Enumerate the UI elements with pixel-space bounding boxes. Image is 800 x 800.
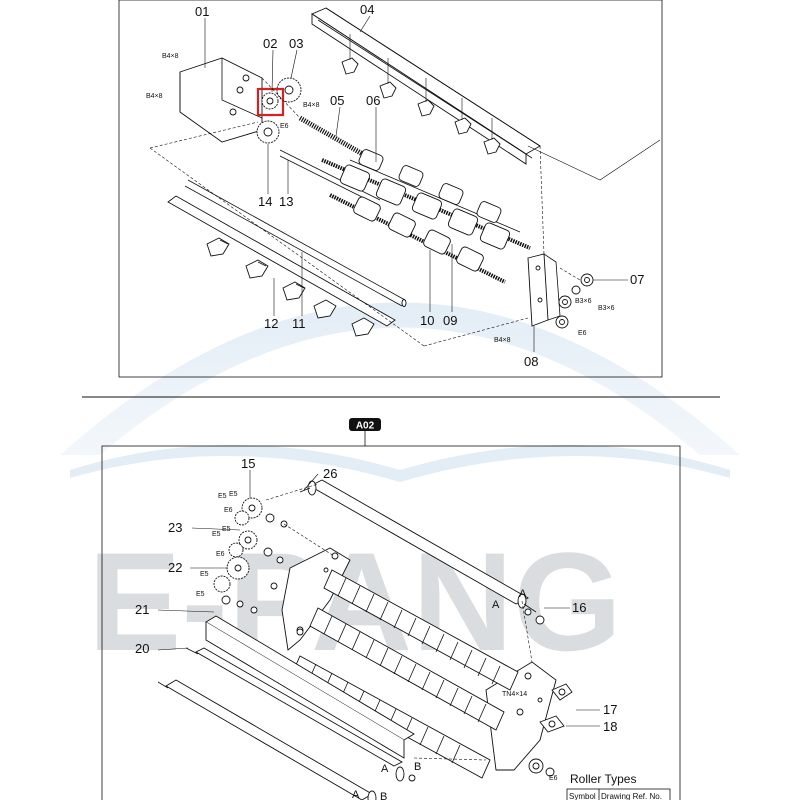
callout-18: 18 [603,719,617,734]
upper-diagram-frame [118,0,663,378]
callout-05: 05 [330,93,344,108]
shaft-05 [298,115,375,163]
lower-callout-labels: 15 16 17 18 20 21 22 23 26 [135,456,617,734]
roller-shaft-upper [349,149,521,233]
bushing-e6 [555,315,569,329]
mark-a-1: A [492,599,500,611]
roller-types-table: Roller Types Symbol Drawing Ref. No. [566,772,671,800]
watermark: E-PANG [60,302,740,680]
assembly-lines [149,77,661,347]
lower-fastener-labels: E5 E5 E6 E5 E5 E6 E5 E5 TN4×14 E6 [196,491,558,782]
roller-shaft-06 [321,158,531,250]
fastener-b4x8-4: B4×8 [494,337,511,344]
clamp-17 [551,683,573,701]
belt-guide-upper [323,569,519,691]
mark-a-3: A [381,763,389,775]
fastener-e6-2: E6 [578,330,587,337]
callout-13: 13 [279,194,293,209]
callout-16: 16 [572,600,586,615]
callout-22: 22 [168,560,182,575]
callout-03: 03 [289,36,303,51]
callout-17: 17 [603,702,617,717]
upper-leaders [204,15,628,352]
lower-leaders [157,470,600,727]
bracket-01 [179,57,263,143]
fastener-e6-1: E6 [280,123,289,130]
fastener-e6-4: E6 [216,551,225,558]
lower-diagram-frame [101,445,681,800]
section-badge: A02 [349,418,381,446]
gear-22 [213,556,258,614]
guide-plate-12 [167,195,396,337]
callout-07: 07 [630,272,644,287]
callout-12: 12 [264,316,278,331]
fastener-tn4x14: TN4×14 [502,691,527,698]
lower-assembly-lines [265,483,533,761]
bearing-ab-lower [367,766,416,800]
section-badge-label: A02 [356,421,375,432]
fastener-e5-6: E5 [196,591,205,598]
mark-b-2: B [380,791,387,800]
bearing-e6-lower [528,758,555,777]
fastener-e5-1: E5 [218,493,227,500]
bar-21 [205,615,415,759]
roller-26 [299,479,545,625]
gear-14 [256,120,280,144]
callout-02: 02 [263,36,277,51]
callout-14: 14 [258,194,272,209]
callout-06: 06 [366,93,380,108]
clamp-18 [539,715,565,733]
fastener-e5-5: E5 [200,571,209,578]
callout-10: 10 [420,313,434,328]
fastener-e5-3: E5 [222,526,231,533]
gear-15 [234,497,275,526]
fastener-b3x6-1: B3×6 [575,298,592,305]
fastener-e6-5: E6 [549,775,558,782]
fastener-e5-2: E5 [229,491,238,498]
mark-a-2: A [519,588,527,600]
upper-fastener-labels: B4×8 B4×8 B4×8 E6 B3×6 B3×6 E6 B4×8 [146,53,615,344]
callout-23: 23 [168,520,182,535]
bushing-b3x6-2 [571,285,581,295]
fastener-e5-4: E5 [212,531,221,538]
gear-02 [261,92,279,110]
shaft-marks: A A A B A B [352,588,527,800]
fastener-b4x8-2: B4×8 [146,93,163,100]
roller-types-col-drawing-ref: Drawing Ref. No. [601,792,662,800]
roller-types-title: Roller Types [570,772,636,786]
roller-types-col-symbol: Symbol [569,792,596,800]
callout-15: 15 [241,456,255,471]
roller-20 [185,647,403,767]
callout-08: 08 [524,354,538,369]
fastener-e6-3: E6 [224,507,233,514]
fastener-b4x8-3: B4×8 [303,102,320,109]
callout-26: 26 [323,466,337,481]
callout-09: 09 [443,313,457,328]
belt-guide-middle [309,607,505,731]
bracket-08 [527,253,561,327]
callout-20: 20 [135,641,149,656]
callout-04: 04 [360,2,374,17]
mark-a-4: A [352,789,360,800]
shaft-11 [184,179,407,307]
rail-04 [311,7,541,165]
bushing-b3x6-1 [558,295,572,309]
gear-23 [228,530,273,558]
fastener-b3x6-2: B3×6 [598,305,615,312]
bushing-07 [580,273,594,287]
fastener-b4x8-1: B4×8 [162,53,179,60]
mark-b-1: B [414,761,421,773]
highlight-box-02 [256,87,285,117]
upper-callout-labels: 01 02 03 04 05 06 07 08 09 10 11 12 13 1… [195,2,644,369]
callout-11: 11 [292,316,306,331]
callout-01: 01 [195,4,209,19]
roller-shaft-09 [329,193,506,284]
callout-21: 21 [135,602,149,617]
